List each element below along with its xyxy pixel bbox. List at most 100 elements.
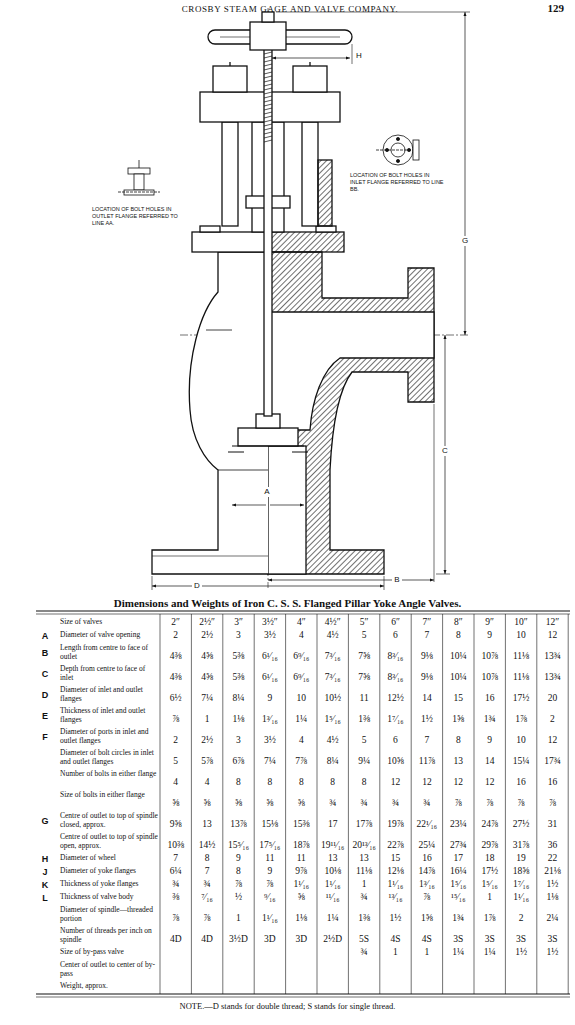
- thread-stroke: [264, 136, 272, 138]
- table-cell: 4⅜: [160, 642, 191, 663]
- table-cell: 8: [223, 768, 254, 789]
- row-label: Center of outlet to center of by-pass: [60, 959, 158, 978]
- row-label: Depth from centre to face of inlet: [60, 663, 158, 682]
- table-cell: 11⅞: [411, 747, 442, 768]
- table-cell: ¾: [380, 789, 411, 810]
- table-cell: 17½: [474, 865, 505, 878]
- table-cell: 1½: [505, 946, 536, 959]
- table-cell: ¹⁵⁄₁₆: [443, 891, 474, 904]
- table-cell: 13⅞: [223, 810, 254, 831]
- table-cell: 1⁷⁄₁₆: [505, 878, 536, 891]
- row-label: Thickness of valve body: [60, 891, 158, 901]
- table-cell: 9: [223, 852, 254, 865]
- table-cell: ⅞: [223, 878, 254, 891]
- table-cell: 16¼: [443, 865, 474, 878]
- table-cell: 3″: [223, 616, 254, 629]
- thread-stroke: [264, 120, 272, 122]
- table-cell: 2″: [160, 616, 191, 629]
- table-cell: 17½: [505, 684, 536, 705]
- table-cell: 5: [160, 747, 191, 768]
- table-cell: ⅞: [505, 789, 536, 810]
- table-cell: 10: [286, 684, 317, 705]
- table-cell: 11⅛: [505, 642, 536, 663]
- table-cell: 1¹⁄₁₆: [505, 891, 536, 904]
- table-cell: 4D: [191, 925, 222, 946]
- column-rule: [348, 614, 349, 994]
- table-cell: 36: [537, 831, 568, 852]
- table-cell: 1: [191, 705, 222, 726]
- table-cell: 10⅛: [317, 865, 348, 878]
- thread-stroke: [264, 72, 272, 74]
- thread-stroke: [264, 76, 272, 78]
- table-cell: 1⁵⁄₁₆: [474, 878, 505, 891]
- table-cell: 11: [254, 852, 285, 865]
- row-label: Weight, approx.: [60, 980, 158, 990]
- table-cell: 8¼: [223, 684, 254, 705]
- table-cell: 8: [443, 629, 474, 642]
- table-cell: 13: [348, 852, 379, 865]
- table-cell: 20¹³⁄₁₆: [348, 831, 379, 852]
- column-rule: [568, 614, 569, 994]
- callout-note: LOCATION OF BOLT HOLES IN INLET FLANGE R…: [350, 172, 446, 193]
- table-cell: 17⁵⁄₁₆: [254, 831, 285, 852]
- table-cell: 15: [380, 852, 411, 865]
- table-cell: 9¼: [348, 747, 379, 768]
- table-cell: 10¼: [443, 642, 474, 663]
- table-cell: 8: [317, 768, 348, 789]
- column-rule: [505, 614, 506, 994]
- table-cell: 4: [191, 768, 222, 789]
- table-cell: 10½: [317, 684, 348, 705]
- table-cell: 21⅛: [537, 865, 568, 878]
- table-cell: 16: [537, 768, 568, 789]
- thread-stroke: [264, 132, 272, 134]
- table-cell: 1⁷⁄₁₆: [380, 705, 411, 726]
- table-cell: 6: [380, 726, 411, 747]
- table-cell: 4S: [411, 925, 442, 946]
- table-cell: 5⅜: [223, 663, 254, 684]
- table-cell: 4: [160, 768, 191, 789]
- table-cell: 8: [191, 852, 222, 865]
- table-cell: 3: [223, 726, 254, 747]
- table-cell: 19: [505, 852, 536, 865]
- row-letter: G: [38, 810, 52, 831]
- table-cell: 7³⁄₁₆: [317, 642, 348, 663]
- table-cell: 8″: [443, 616, 474, 629]
- table-cell: ¾: [191, 878, 222, 891]
- table-cell: 14: [474, 747, 505, 768]
- table-cell: 15¼: [505, 747, 536, 768]
- thread-stroke: [264, 56, 272, 58]
- table-cell: ⅞: [160, 705, 191, 726]
- table-cell: 1¼: [443, 946, 474, 959]
- row-letter: L: [38, 891, 52, 904]
- row-label: Number of bolts in either flange: [60, 768, 158, 778]
- table-cell: 6⅞: [223, 747, 254, 768]
- row-label: Thickness of inlet and outlet flanges: [60, 705, 158, 724]
- table-cell: 13: [443, 747, 474, 768]
- table-cell: 18⅝: [505, 865, 536, 878]
- table-cell: 16: [474, 684, 505, 705]
- table-cell: 15⁵⁄₁₆: [223, 831, 254, 852]
- table-cell: 10⅜: [160, 831, 191, 852]
- table-cell: 1⅞: [505, 705, 536, 726]
- table-cell: 4⅜: [160, 663, 191, 684]
- table-cell: 4D: [160, 925, 191, 946]
- table-cell: 22: [537, 852, 568, 865]
- table-cell: 8: [348, 768, 379, 789]
- table-cell: 20: [537, 684, 568, 705]
- thread-stroke: [264, 100, 272, 102]
- table-cell: 3S: [537, 925, 568, 946]
- column-rule: [191, 614, 192, 994]
- row-letter: F: [38, 726, 52, 747]
- table-cell: 13¾: [537, 642, 568, 663]
- table-cell: 1¹⁄₁₆: [317, 878, 348, 891]
- table-cell: 6: [380, 629, 411, 642]
- callout-note: LOCATION OF BOLT HOLES IN OUTLET FLANGE …: [92, 206, 188, 227]
- table-cell: 13: [317, 852, 348, 865]
- row-label: Diameter of yoke flanges: [60, 865, 158, 875]
- table-cell: 1½: [380, 904, 411, 925]
- table-cell: 1⅜: [348, 705, 379, 726]
- table-cell: 3S: [443, 925, 474, 946]
- table-cell: ¾: [348, 946, 379, 959]
- table-cell: 27¾: [443, 831, 474, 852]
- table-cell: ⅝: [191, 789, 222, 810]
